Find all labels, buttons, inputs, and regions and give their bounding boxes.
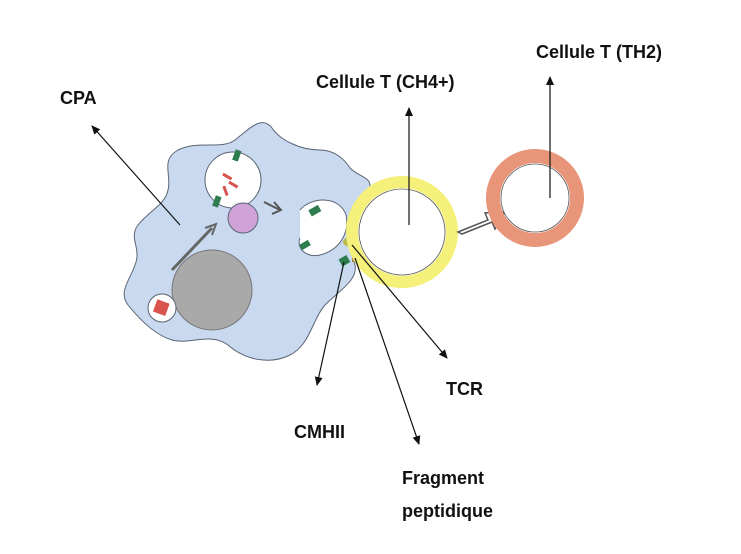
pointer-fragment [354, 257, 421, 445]
label-th2-t-cell: Cellule T (TH2) [536, 42, 663, 62]
cd4-t-cell [346, 176, 458, 288]
peptide-fragment [222, 185, 229, 197]
transport-arrow-head-icon [204, 222, 218, 236]
antigen-particle [152, 299, 170, 316]
mhc-molecule [308, 204, 322, 217]
cd4-t-cell-interior [358, 188, 446, 276]
pointer-cpa [91, 125, 181, 226]
label-fragment: Fragment [402, 468, 485, 488]
nucleus [171, 249, 253, 331]
mhc-molecule [212, 195, 222, 208]
label-cpa: CPA [60, 88, 97, 108]
peptide-fragment [222, 172, 233, 181]
mhc-ii-contact [338, 255, 351, 267]
transport-arrow-icon [170, 226, 214, 272]
pointer-tcr [351, 244, 448, 359]
internal-arrow-icon [263, 201, 283, 215]
lysosome [227, 202, 259, 234]
mhc-molecule [232, 149, 242, 162]
pointer-cmhii [314, 261, 345, 386]
label-peptidique: peptidique [402, 501, 493, 521]
th2-t-cell [486, 149, 584, 247]
th2-t-cell-interior [500, 163, 570, 233]
peptide-fragment [228, 180, 239, 189]
label-cd4-t-cell: Cellule T (CH4+) [316, 72, 455, 92]
endosome-vesicle [204, 151, 262, 209]
label-cmhii: CMHII [294, 422, 345, 442]
mhc-molecule [299, 239, 311, 251]
label-tcr: TCR [446, 379, 483, 399]
